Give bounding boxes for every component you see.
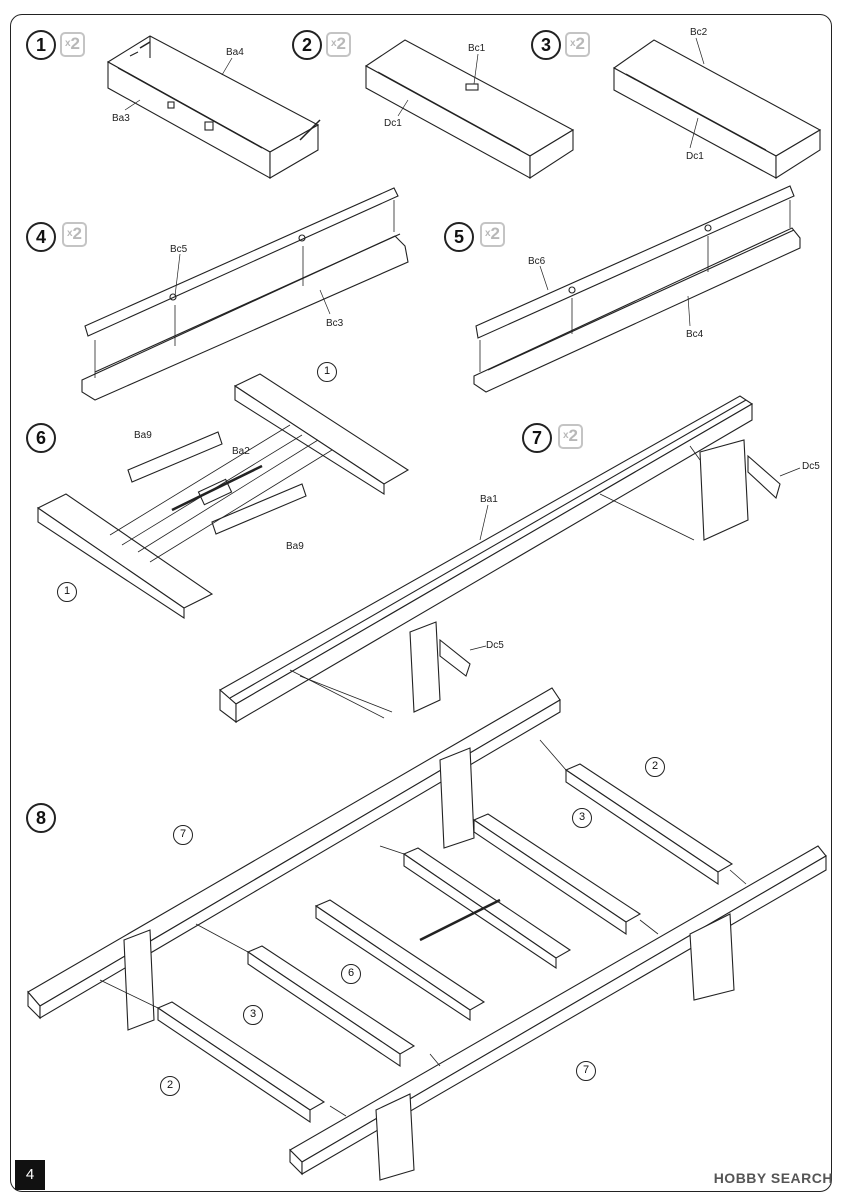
step6-guides	[109, 424, 333, 563]
callout-step8-2-left: 2	[160, 1076, 180, 1096]
step-5-badge: 5	[444, 222, 474, 252]
step-8-badge: 8	[26, 803, 56, 833]
part-label-ba9-lower: Ba9	[286, 541, 304, 552]
callout-step8-7-upper: 7	[173, 825, 193, 845]
part-label-bc3: Bc3	[326, 318, 344, 329]
part-label-bc6: Bc6	[528, 256, 546, 267]
step-4-multiplier: x2	[62, 222, 87, 247]
step8-guides	[99, 739, 747, 1117]
step-1-multiplier: x2	[60, 32, 85, 57]
part-label-ba2: Ba2	[232, 446, 250, 457]
step8-frame	[27, 687, 827, 1181]
step-6-badge: 6	[26, 423, 56, 453]
part-label-dc5-lower: Dc5	[486, 640, 504, 651]
part-label-dc1-step2: Dc1	[384, 118, 402, 129]
callout-step6-upper: 1	[317, 362, 337, 382]
callout-step8-2-right: 2	[645, 757, 665, 777]
part-label-dc1-step3: Dc1	[686, 151, 704, 162]
step-3-badge: 3	[531, 30, 561, 60]
callout-step8-7-lower: 7	[576, 1061, 596, 1081]
part-label-dc5-right: Dc5	[802, 461, 820, 472]
step-7-badge: 7	[522, 423, 552, 453]
callout-step6-lower: 1	[57, 582, 77, 602]
step-5-multiplier: x2	[480, 222, 505, 247]
page-number: 4	[15, 1160, 45, 1190]
step5-parts	[473, 185, 801, 393]
step6-parts	[36, 373, 410, 620]
step-2-multiplier: x2	[326, 32, 351, 57]
part-label-bc1: Bc1	[468, 43, 486, 54]
step4-parts	[81, 187, 409, 401]
step1-beam	[106, 35, 321, 179]
step-3-multiplier: x2	[565, 32, 590, 57]
step-1-badge: 1	[26, 30, 56, 60]
part-label-ba1: Ba1	[480, 494, 498, 505]
step7-guides	[289, 445, 701, 719]
part-label-ba4: Ba4	[226, 47, 244, 58]
step-2-badge: 2	[292, 30, 322, 60]
part-label-ba9-upper: Ba9	[134, 430, 152, 441]
step-7-multiplier: x2	[558, 424, 583, 449]
page-border	[10, 14, 832, 1192]
watermark: HOBBY SEARCH	[713, 1170, 833, 1186]
step2-beam	[364, 39, 575, 180]
callout-step8-6: 6	[341, 964, 361, 984]
step3-beam	[612, 39, 822, 180]
step-4-badge: 4	[26, 222, 56, 252]
step7-parts	[219, 395, 781, 724]
part-label-bc4: Bc4	[686, 329, 704, 340]
callout-step8-3-left: 3	[243, 1005, 263, 1025]
part-label-bc2: Bc2	[690, 27, 708, 38]
part-label-bc5: Bc5	[170, 244, 188, 255]
callout-step8-3-right: 3	[572, 808, 592, 828]
part-label-ba3: Ba3	[112, 113, 130, 124]
